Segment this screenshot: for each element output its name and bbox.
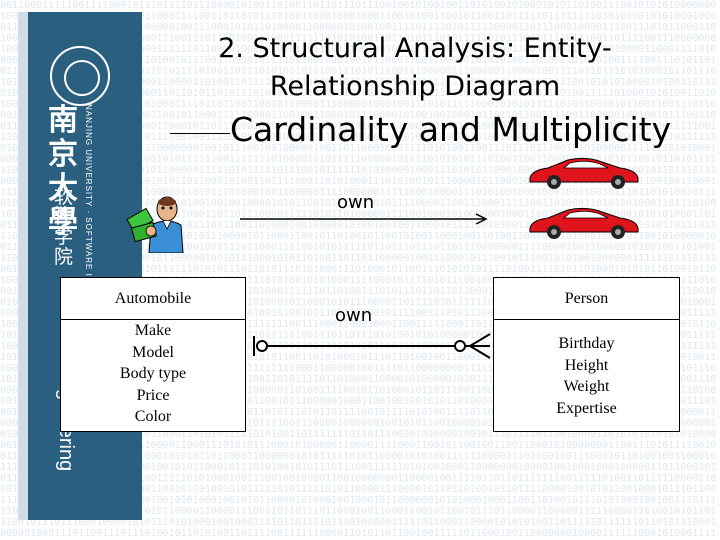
university-name-en: NANJING UNIVERSITY · SOFTWARE INSTITUTE — [84, 104, 93, 324]
optional-circle-mark — [256, 340, 268, 352]
top-relation-label: own — [337, 192, 375, 213]
businessman-clipart-icon — [126, 196, 184, 253]
attribute: Birthday — [558, 335, 615, 352]
attribute: Weight — [563, 378, 610, 395]
red-car-icon — [529, 207, 639, 239]
university-name-cn: 南京大學 — [48, 103, 78, 240]
attribute: Height — [564, 356, 609, 374]
red-car-icon — [529, 157, 639, 189]
attribute: Color — [134, 408, 172, 425]
relationship-label: own — [335, 305, 373, 326]
slide-title: 2. Structural Analysis: Entity-Relations… — [218, 33, 612, 102]
slide-subtitle: Cardinality and Multiplicity — [230, 110, 672, 149]
entity-person-attributes: Birthday Height Weight Expertise — [494, 333, 679, 419]
crows-foot-mark — [469, 345, 491, 359]
attribute: Body type — [119, 365, 187, 382]
attribute: Expertise — [556, 399, 617, 417]
top-relation-arrow — [240, 213, 488, 225]
crows-foot-mark — [469, 333, 491, 347]
university-seal-icon — [50, 46, 110, 106]
subtitle-rule — [170, 133, 230, 134]
relationship-connector — [253, 333, 491, 359]
attribute: Model — [132, 343, 174, 361]
optional-circle-mark — [454, 340, 466, 352]
attribute: Make — [134, 322, 172, 339]
attribute: Price — [136, 386, 170, 404]
sidebar-edge-strip — [18, 12, 28, 520]
entity-automobile: Automobile Make Model Body type Price Co… — [60, 277, 246, 432]
sidebar-banner: 南京大學 NANJING UNIVERSITY · SOFTWARE INSTI… — [18, 12, 142, 520]
entity-automobile-attributes: Make Model Body type Price Color — [61, 320, 245, 428]
entity-automobile-name: Automobile — [61, 278, 245, 320]
department-name-cn: 软件学院 — [54, 186, 74, 268]
entity-person: Person Birthday Height Weight Expertise — [493, 277, 680, 432]
entity-person-name: Person — [494, 278, 679, 320]
